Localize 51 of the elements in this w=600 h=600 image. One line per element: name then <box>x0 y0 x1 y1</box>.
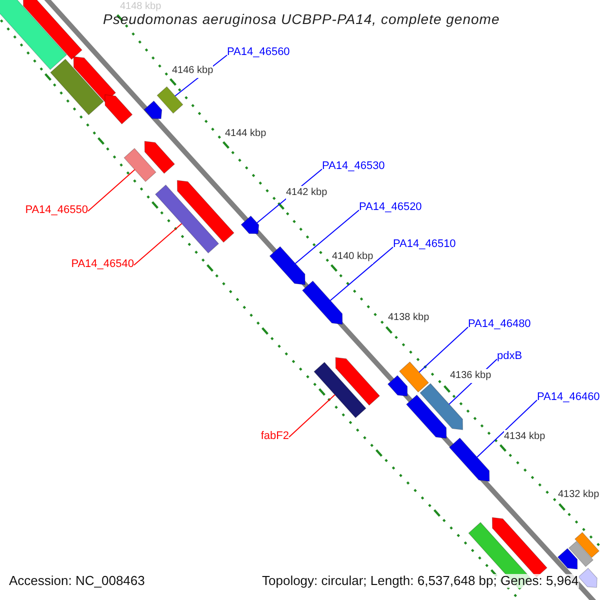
gene-feature <box>144 140 175 174</box>
gene-name-label: PA14_46520 <box>359 201 422 214</box>
gene-feature <box>574 532 600 558</box>
gene-feature <box>50 58 104 116</box>
gene-feature <box>335 357 380 406</box>
map-title: Pseudomonas aeruginosa UCBPP-PA14, complete genome <box>103 11 500 29</box>
scale-label: 4136 kbp <box>450 369 492 383</box>
leader-line <box>294 210 360 264</box>
gene-feature <box>0 0 68 70</box>
gene-feature <box>104 94 133 124</box>
gene-feature <box>269 246 306 286</box>
gene-name-label: PA14_46510 <box>393 238 456 251</box>
gene-feature <box>387 375 408 397</box>
scale-label: 4144 kbp <box>225 127 266 141</box>
gene-feature <box>568 540 594 568</box>
gene-feature <box>154 184 220 254</box>
leader-line <box>330 246 394 301</box>
gene-name-label: PA14_46480 <box>468 318 531 331</box>
scale-label: 4146 kbp <box>172 64 214 78</box>
gene-name-label: PA14_46460 <box>537 391 600 404</box>
gene-feature <box>302 280 343 325</box>
scale-label: 4134 kbp <box>504 430 546 444</box>
gene-name-label: PA14_46550 <box>25 204 88 217</box>
leader-line <box>134 223 182 266</box>
gene-name-label: pdxB <box>497 350 522 363</box>
gene-feature <box>420 383 464 430</box>
gene-name-label: PA14_46530 <box>322 160 385 173</box>
gene-name-label: PA14_46560 <box>227 46 290 59</box>
gene-feature <box>144 100 162 119</box>
scale-label: 4132 kbp <box>558 488 600 502</box>
gene-feature <box>314 362 366 418</box>
genome-stats-text: Topology: circular; Length: 6,537,648 bp; Genes: 5,964 <box>262 574 579 588</box>
gene-feature <box>448 438 490 482</box>
leader-line <box>288 394 336 438</box>
accession-text: Accession: NC_008463 <box>9 574 145 588</box>
gene-name-label: fabF2 <box>260 430 289 443</box>
gene-feature <box>399 361 429 393</box>
scale-label: 4140 kbp <box>332 250 374 264</box>
gene-feature <box>578 568 598 588</box>
gene-name-label: PA14_46540 <box>71 258 134 271</box>
gene-feature <box>124 148 156 182</box>
gene-feature <box>22 0 82 60</box>
leader-line <box>476 400 538 458</box>
gene-feature <box>406 394 447 439</box>
gene-feature <box>176 180 234 243</box>
gene-feature <box>73 56 116 103</box>
gene-feature <box>156 86 184 114</box>
scale-label: 4138 kbp <box>388 311 430 325</box>
scale-label: 4142 kbp <box>286 186 328 200</box>
gene-feature <box>557 548 578 570</box>
gene-feature <box>240 216 260 234</box>
